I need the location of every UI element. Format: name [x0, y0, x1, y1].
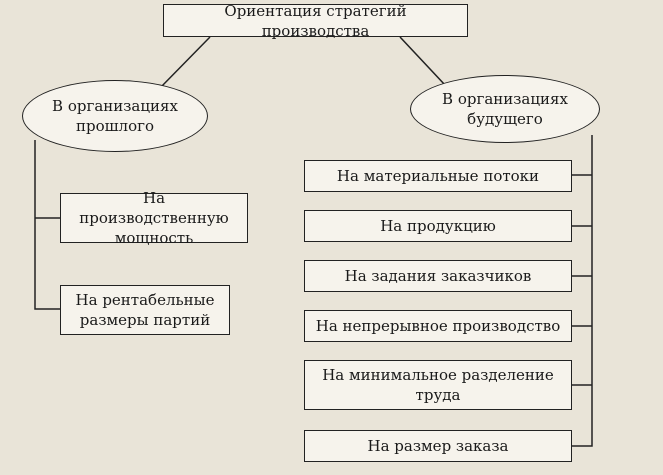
past-organizations-node: В организациях прошлого [22, 80, 208, 152]
connector-root-past [159, 36, 211, 89]
past-item-batch-sizes: На рентабельные размеры партий [60, 285, 230, 335]
future-organizations-node: В организациях будущего [410, 75, 600, 143]
future-item-material-flows: На материальные потоки [304, 160, 572, 192]
past-item-production-capacity: На производственную мощность [60, 189, 248, 247]
future-item-customer-orders: На задания заказчиков [304, 260, 572, 292]
future-item-product: На продукцию [304, 210, 572, 242]
connector-past-spine [34, 140, 60, 310]
future-item-order-size: На размер заказа [304, 430, 572, 462]
connector-root-future [399, 36, 446, 86]
root-node: Ориентация стратегий производства [163, 2, 468, 40]
future-item-minimal-labor-division: На минимальное разделение труда [304, 360, 572, 410]
connector-future-spine [572, 135, 593, 447]
future-item-continuous-production: На непрерывное производство [304, 310, 572, 342]
